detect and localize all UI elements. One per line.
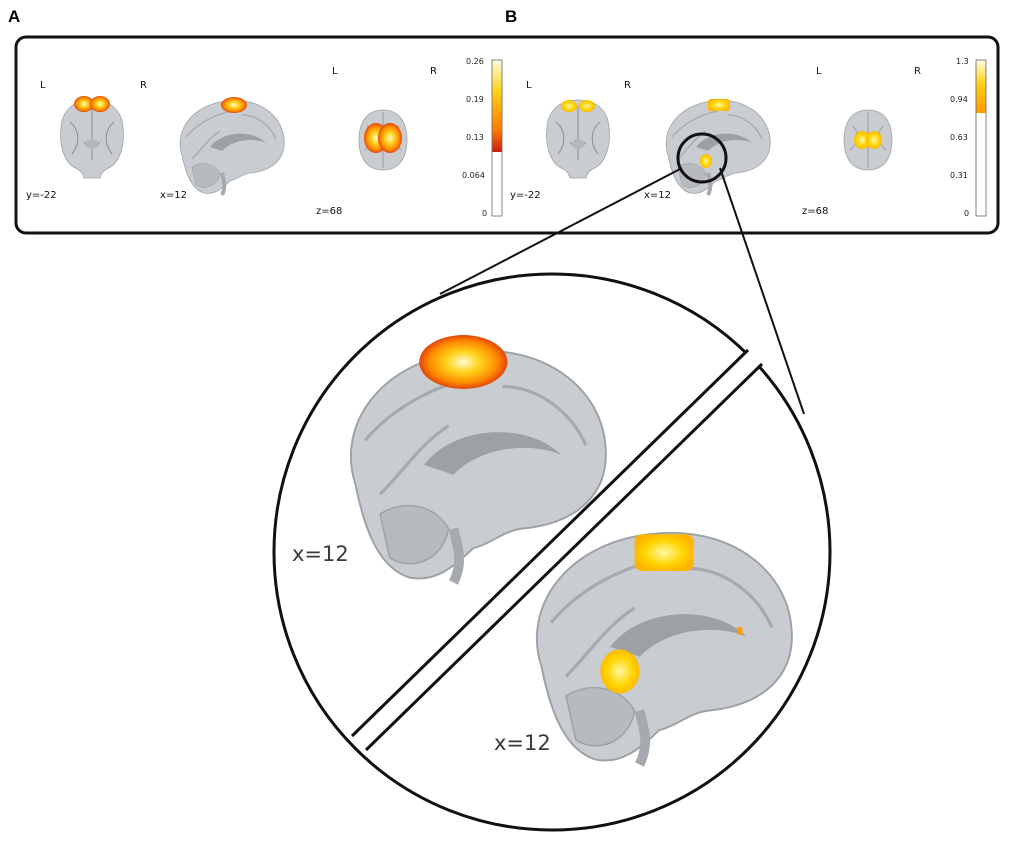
colorbar-tick: 0.63 bbox=[950, 133, 968, 142]
panel-frame bbox=[14, 35, 1000, 235]
zoomed-coordinate: x=12 bbox=[292, 542, 349, 566]
sagittal-slice bbox=[178, 97, 287, 197]
label-left: L bbox=[526, 80, 532, 91]
magnifier-circle bbox=[676, 132, 728, 184]
zoomed-coordinate: x=12 bbox=[494, 731, 551, 755]
panel-letter-a: A bbox=[8, 7, 20, 26]
colorbar bbox=[491, 59, 503, 217]
colorbar-tick: 0.13 bbox=[466, 133, 484, 142]
label-right: R bbox=[624, 80, 631, 91]
label-left: L bbox=[332, 66, 338, 77]
axial-slice bbox=[358, 109, 408, 171]
slice-coordinate: z=68 bbox=[316, 206, 342, 217]
zoom-connector bbox=[719, 167, 805, 415]
split-line bbox=[364, 362, 764, 752]
zoom-inset: x=12 x=12 bbox=[272, 272, 832, 832]
colorbar-tick: 0.064 bbox=[462, 171, 485, 180]
colorbar-tick: 0.26 bbox=[466, 57, 484, 66]
slice-coordinate: y=-22 bbox=[510, 190, 541, 201]
panel-b: L R L R y=-22 x=12 z=68 1.3 0.94 0.63 0.… bbox=[510, 57, 987, 218]
colorbar-tick: 0 bbox=[482, 209, 487, 218]
colorbar-tick: 0.31 bbox=[950, 171, 968, 180]
axial-slice bbox=[843, 109, 893, 171]
colorbar-tick: 1.3 bbox=[956, 57, 969, 66]
zoom-connector bbox=[439, 167, 683, 295]
colorbar-tick: 0.94 bbox=[950, 95, 968, 104]
slice-coordinate: y=-22 bbox=[26, 190, 57, 201]
colorbar-tick: 0 bbox=[964, 209, 969, 218]
slice-coordinate: x=12 bbox=[644, 190, 671, 201]
label-right: R bbox=[140, 80, 147, 91]
panel-letter-b: B bbox=[505, 7, 517, 26]
sagittal-slice bbox=[664, 98, 773, 197]
slice-coordinate: x=12 bbox=[160, 190, 187, 201]
colorbar bbox=[975, 59, 987, 217]
label-left: L bbox=[816, 66, 822, 77]
panel-a: L R L R y=-22 x=12 z=68 0.26 0.19 0.13 0… bbox=[26, 57, 503, 218]
label-right: R bbox=[914, 66, 921, 77]
zoomed-sagittal-b bbox=[537, 533, 792, 765]
slice-coordinate: z=68 bbox=[802, 206, 828, 217]
colorbar-tick: 0.19 bbox=[466, 95, 484, 104]
label-right: R bbox=[430, 66, 437, 77]
label-left: L bbox=[40, 80, 46, 91]
coronal-slice bbox=[546, 99, 610, 179]
split-line bbox=[350, 348, 750, 738]
zoomed-sagittal-a bbox=[351, 335, 606, 582]
coronal-slice bbox=[60, 96, 124, 179]
